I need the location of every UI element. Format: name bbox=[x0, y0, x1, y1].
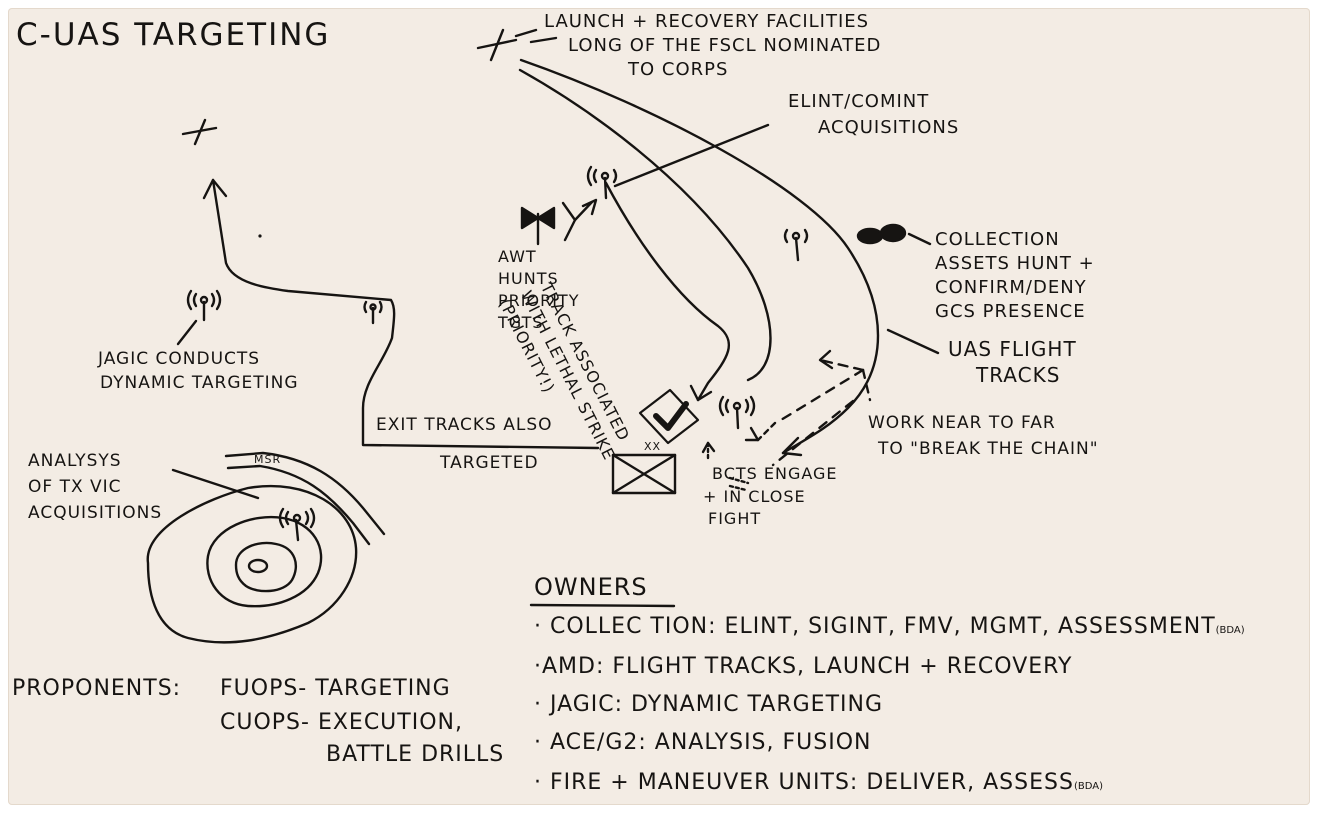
collection-label-4: GCS PRESENCE bbox=[935, 302, 1086, 323]
antenna-icon bbox=[280, 509, 314, 540]
aircraft-icon bbox=[522, 208, 554, 244]
antenna-icon bbox=[365, 302, 382, 323]
launch-recovery-label-3: TO CORPS bbox=[628, 60, 728, 81]
launch-recovery-label-2: LONG OF THE FSCL NOMINATED bbox=[568, 36, 881, 57]
proponents-line-2: CUOPS- EXECUTION, bbox=[220, 710, 463, 735]
owner-item-ace: · ACE/G2: ANALYSIS, FUSION bbox=[534, 730, 872, 755]
bct-label-2: + IN CLOSE bbox=[703, 488, 806, 506]
owner-item-text: · JAGIC: DYNAMIC TARGETING bbox=[534, 692, 883, 717]
sketch-card: C-UAS TARGETING LAUNCH + RECOVERY FACILI… bbox=[8, 8, 1310, 805]
analysis-label-1: ANALYSYS bbox=[28, 452, 122, 472]
collection-label-2: ASSETS HUNT + bbox=[935, 254, 1095, 275]
owner-item-jagic: · JAGIC: DYNAMIC TARGETING bbox=[534, 692, 883, 717]
owner-item-collection: · COLLEC TION: ELINT, SIGINT, FMV, MGMT,… bbox=[534, 614, 1245, 639]
work-near-label-1: WORK NEAR TO FAR bbox=[868, 414, 1056, 434]
owner-item-fire-maneuver: · FIRE + MANEUVER UNITS: DELIVER, ASSESS… bbox=[534, 770, 1103, 795]
diagram-drawing bbox=[8, 8, 1310, 805]
analysis-label-2: OF TX VIC bbox=[28, 478, 122, 498]
owners-heading: OWNERS bbox=[534, 574, 648, 602]
antenna-icon bbox=[720, 397, 754, 428]
bct-label-3: FIGHT bbox=[708, 510, 761, 528]
division-label: XX bbox=[644, 441, 661, 454]
jagic-label-1: JAGIC CONDUCTS bbox=[98, 350, 260, 370]
msr-road bbox=[226, 453, 384, 534]
collection-label-3: CONFIRM/DENY bbox=[935, 278, 1087, 299]
launch-recovery-label-1: LAUNCH + RECOVERY FACILITIES bbox=[544, 12, 869, 33]
elint-label-1: ELINT/COMINT bbox=[788, 92, 929, 113]
cross-mark-icon bbox=[478, 30, 536, 60]
checkmark-box-icon bbox=[640, 390, 698, 443]
elint-label-2: ACQUISITIONS bbox=[818, 118, 959, 139]
cross-mark-icon bbox=[183, 120, 216, 144]
awt-label-1: AWT bbox=[498, 248, 537, 266]
owner-item-text: · FIRE + MANEUVER UNITS: DELIVER, ASSESS bbox=[534, 770, 1074, 795]
antenna-icon bbox=[785, 230, 807, 260]
work-near-label-2: TO "BREAK THE CHAIN" bbox=[878, 440, 1099, 460]
owner-item-text: · COLLEC TION: ELINT, SIGINT, FMV, MGMT,… bbox=[534, 614, 1216, 639]
owner-item-note: (BDA) bbox=[1074, 781, 1103, 792]
owner-item-text: · ACE/G2: ANALYSIS, FUSION bbox=[534, 730, 872, 755]
drone-icon bbox=[858, 225, 905, 243]
bct-label-1: BCTs ENGAGE bbox=[712, 465, 838, 483]
owner-item-amd: ·AMD: FLIGHT TRACKS, LAUNCH + RECOVERY bbox=[534, 654, 1072, 679]
exit-tracks-label-1: EXIT TRACKS ALSO bbox=[376, 416, 553, 436]
proponents-label: PROPONENTS: bbox=[12, 676, 181, 701]
owner-item-text: ·AMD: FLIGHT TRACKS, LAUNCH + RECOVERY bbox=[534, 654, 1072, 679]
page-title: C-UAS TARGETING bbox=[16, 18, 330, 54]
helicopter-icon bbox=[563, 200, 596, 240]
proponents-line-3: BATTLE DRILLS bbox=[326, 742, 504, 767]
terrain-contours bbox=[148, 486, 356, 642]
jagic-label-2: DYNAMIC TARGETING bbox=[100, 374, 299, 394]
division-unit-icon bbox=[613, 455, 675, 493]
exit-tracks-label-2: TARGETED bbox=[440, 454, 539, 474]
collection-label-1: COLLECTION bbox=[935, 230, 1060, 251]
uas-tracks-label-2: TRACKS bbox=[976, 364, 1060, 387]
msr-label: MSR bbox=[254, 454, 281, 467]
analysis-label-3: ACQUISITIONS bbox=[28, 504, 162, 524]
proponents-line-1: FUOPS- TARGETING bbox=[220, 676, 451, 701]
uas-tracks-label-1: UAS FLIGHT bbox=[948, 338, 1077, 361]
antenna-icon bbox=[188, 291, 220, 320]
owner-item-note: (BDA) bbox=[1216, 625, 1245, 636]
